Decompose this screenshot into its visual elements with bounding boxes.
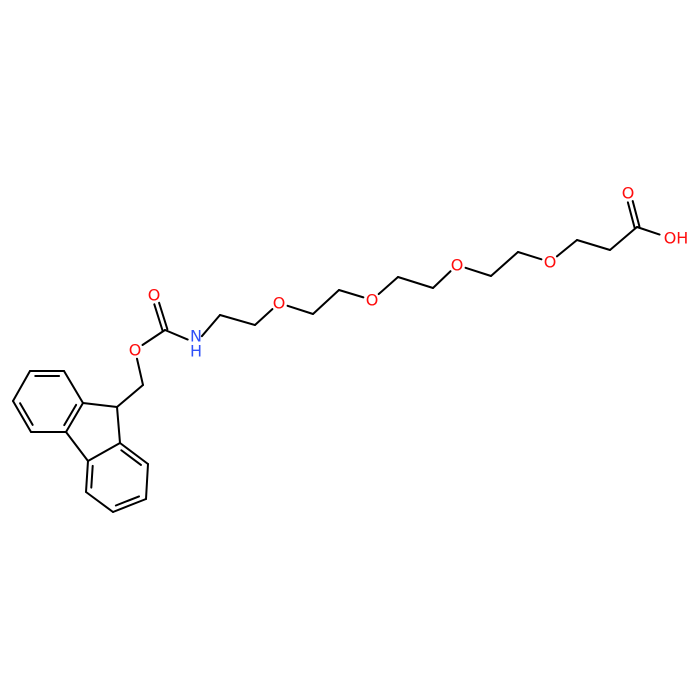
acid-hydroxyl: OH [664, 229, 689, 248]
single-bond [12, 400, 32, 433]
single-bond [312, 289, 340, 315]
bonds [12, 200, 661, 513]
single-bond [116, 406, 121, 444]
single-bond [145, 463, 149, 500]
double-bond [631, 200, 641, 228]
single-bond [87, 442, 121, 462]
ether-o4: O [544, 253, 557, 272]
double-bond [158, 301, 169, 331]
single-bond [219, 314, 256, 326]
ether-o3: O [451, 256, 464, 275]
double-bond [153, 303, 164, 332]
single-bond [164, 329, 189, 341]
single-bond [555, 239, 578, 258]
acid-carbonyl-o: O [622, 184, 635, 203]
single-bond [338, 289, 365, 299]
single-bond [119, 442, 149, 465]
ether-o1: O [273, 294, 286, 313]
amide-h: H [190, 342, 202, 361]
single-bond [116, 384, 144, 408]
single-bond [609, 226, 638, 251]
single-bond [65, 402, 84, 433]
single-bond [397, 276, 434, 289]
single-bond [82, 402, 118, 408]
aromatic-inner-bond [120, 449, 142, 466]
single-bond [200, 314, 221, 338]
carbamate-carbonyl-o: O [148, 286, 161, 305]
aromatic-inner-bond [114, 495, 140, 507]
single-bond [63, 370, 84, 404]
single-bond [490, 251, 519, 277]
single-bond [286, 304, 314, 315]
atom-labels: O O N H O O O O O OH [129, 184, 689, 361]
carbamate-ester-o: O [129, 341, 142, 360]
aromatic-inner-bond [19, 402, 34, 426]
single-bond [464, 266, 492, 277]
amide-n: N [190, 327, 202, 346]
aromatic-inner-bond [90, 464, 94, 489]
single-bond [141, 329, 166, 347]
single-bond [517, 251, 543, 261]
single-bond [136, 357, 144, 386]
single-bond [636, 226, 661, 236]
single-bond [576, 239, 611, 251]
single-bond [85, 491, 114, 513]
double-bond [626, 201, 636, 229]
ether-o2: O [366, 291, 379, 310]
single-bond [254, 308, 274, 326]
single-bond [432, 270, 452, 289]
single-bond [85, 460, 89, 493]
single-bond [112, 498, 147, 513]
single-bond [65, 431, 89, 462]
aromatic-inner-bond [63, 403, 78, 427]
single-bond [377, 276, 399, 296]
single-bond [12, 370, 31, 402]
